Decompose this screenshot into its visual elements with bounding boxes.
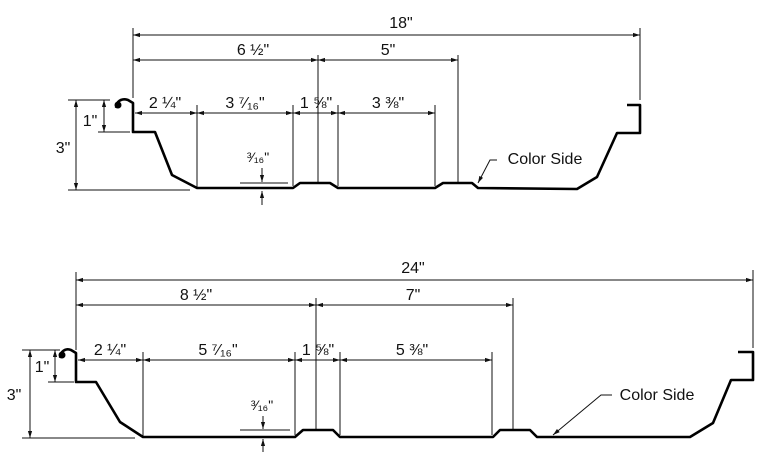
height-label: 3" [56, 140, 71, 157]
seam-hook [114, 101, 122, 109]
segment-1-label: 2 ¼" [149, 95, 181, 112]
panel-24-profile-group: 24" 8 ½" 7" 2 ¼" 5 ⁷⁄₁₆" 1 ⅝" 5 ⅜" 3" 1"… [7, 260, 755, 452]
color-side-leader [552, 394, 612, 436]
segment-2-label: 3 ⁷⁄₁₆" [225, 95, 264, 112]
panel-18-profile-group: 18" 6 ½" 5" 2 ¼" 3 ⁷⁄₁₆" 1 ⅝" 3 ⅜" 3" 1"… [56, 15, 642, 205]
panel-24-profile [58, 348, 755, 439]
segment-1-label: 2 ¼" [94, 342, 126, 359]
segment-2-label: 5 ⁷⁄₁₆" [198, 342, 237, 359]
seam-height-label: 1" [35, 359, 50, 376]
seam-hook [58, 351, 66, 359]
overall-width-label: 18" [389, 15, 412, 32]
panel-18-profile [114, 98, 642, 191]
color-side-leader [477, 159, 497, 184]
center-to-rib-label: 5" [381, 42, 396, 59]
seam-height-label: 1" [83, 113, 98, 130]
color-side-label: Color Side [508, 151, 583, 168]
overall-width-label: 24" [401, 260, 424, 277]
segment-4-label: 5 ⅜" [396, 342, 428, 359]
left-to-center-label: 6 ½" [237, 42, 269, 59]
rib-height-label: ³⁄₁₆" [251, 397, 273, 413]
segment-4-label: 3 ⅜" [372, 95, 404, 112]
segment-3-label: 1 ⅝" [300, 95, 332, 112]
segment-3-label: 1 ⅝" [302, 342, 334, 359]
rib-height-label: ³⁄₁₆" [247, 149, 269, 165]
center-to-rib-label: 7" [406, 287, 421, 304]
height-label: 3" [7, 387, 22, 404]
left-to-center-label: 8 ½" [180, 287, 212, 304]
color-side-label: Color Side [620, 387, 695, 404]
